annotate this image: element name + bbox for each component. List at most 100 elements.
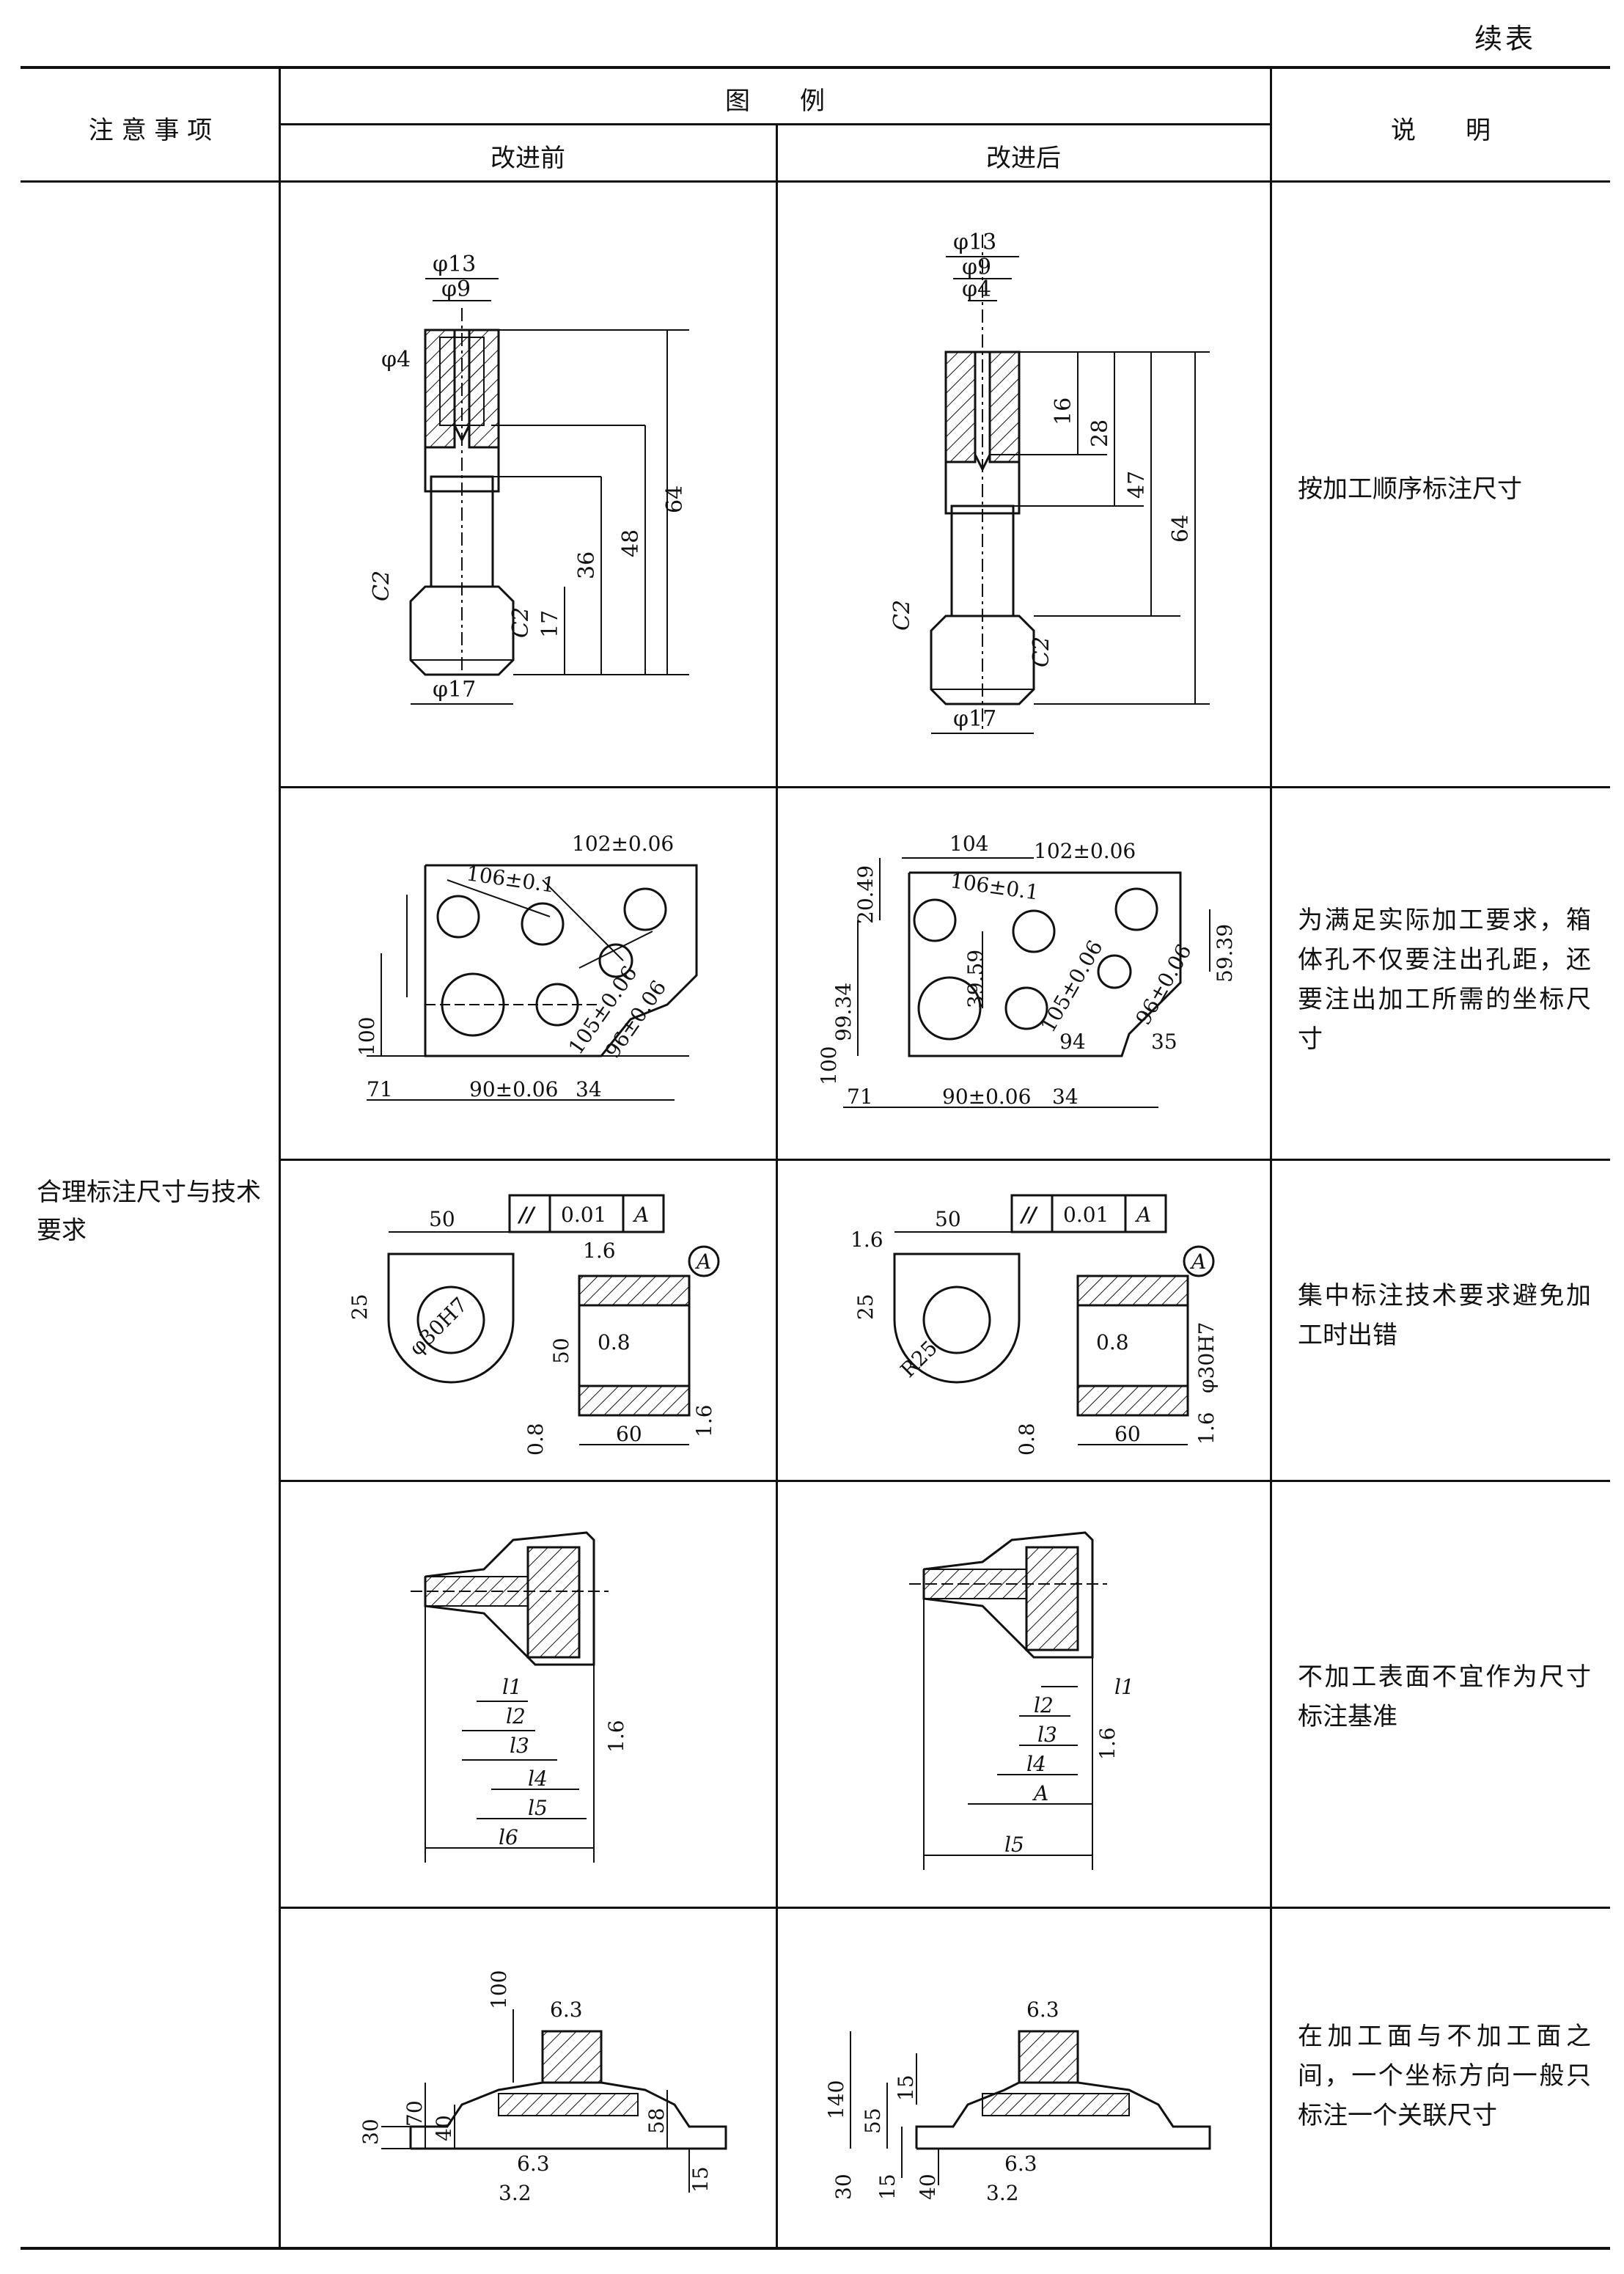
dim-28: 28: [1087, 419, 1113, 447]
dim-102: 102±0.06: [1034, 839, 1136, 863]
col-divider-3: [1270, 67, 1272, 2248]
dim-55: 55: [861, 2108, 885, 2134]
figure-row1-after: φ13 φ9 φ4 16 28 47 64 C2 C2 φ17: [889, 230, 1210, 734]
dim-l2: l2: [1034, 1693, 1054, 1717]
figure-row2-after: 104 106±0.1 102±0.06 20.49 99.34 39.59 1…: [817, 832, 1237, 1109]
figure-row4-before: l1 l2 l3 1.6 l4 l5 l6: [411, 1531, 628, 1863]
header-bottom-rule: [21, 180, 1610, 183]
dim-36: 36: [574, 551, 600, 579]
header-illustration: 图 例: [725, 87, 825, 116]
dim-99-34: 99.34: [831, 983, 856, 1041]
tolerance-value: 0.01: [1063, 1203, 1109, 1227]
dim-39-59: 39.59: [963, 950, 988, 1008]
dim-25: 25: [348, 1294, 372, 1320]
explanation-row-5: 在加工面与不加工面之间，一个坐标方向一般只标注一个关联尺寸: [1298, 2022, 1591, 2130]
figure-row5-after: 6.3 140 55 15 30 15 40 6.3 3.2: [824, 1998, 1211, 2205]
dim-phi17: φ17: [953, 706, 996, 732]
col-divider-1: [279, 67, 281, 2248]
dim-94: 94: [1059, 1030, 1086, 1054]
header-mid-rule: [280, 123, 1270, 125]
dim-phi13: φ13: [953, 230, 996, 255]
dim-phi30h7: φ30H7: [1194, 1322, 1219, 1393]
dim-30: 30: [831, 2174, 856, 2200]
dim-50-vertical: 50: [549, 1338, 573, 1364]
dim-34: 34: [1052, 1085, 1079, 1109]
dim-50: 50: [429, 1207, 455, 1231]
dim-phi4: φ4: [962, 276, 991, 302]
dim-90: 90±0.06: [469, 1077, 558, 1101]
figure-row3-before: 50 // 0.01 A 1.6 A 25 φ30H7 50 0.8 0.8 6…: [348, 1194, 720, 1456]
dim-c2-right: C2: [508, 607, 534, 638]
dim-l1: l1: [1114, 1675, 1134, 1699]
roughness-0-8: 0.8: [523, 1423, 548, 1456]
row-divider-4: [280, 1907, 1610, 1909]
dim-a: A: [1032, 1781, 1048, 1805]
dim-70: 70: [403, 2100, 427, 2127]
header-note: 注 意 事 项: [88, 116, 213, 145]
dim-59-39: 59.39: [1213, 924, 1237, 983]
dim-64: 64: [1168, 515, 1194, 543]
explanation-row-2: 为满足实际加工要求，箱体孔不仅要注出孔距，还要注出加工所需的坐标尺寸: [1298, 906, 1591, 1054]
dim-phi9: φ9: [441, 276, 471, 302]
dim-90: 90±0.06: [942, 1085, 1031, 1109]
roughness-6-3-bottom: 6.3: [517, 2152, 550, 2176]
dim-35: 35: [1151, 1030, 1177, 1054]
datum-a-marker: A: [1189, 1250, 1206, 1274]
roughness-1-6: 1.6: [1095, 1727, 1120, 1760]
header-after: 改进后: [986, 144, 1061, 173]
dim-16: 16: [1051, 397, 1076, 425]
header-explanation: 说 明: [1391, 116, 1491, 145]
figure-row5-before: 6.3 100 70 40 58 30 6.3 3.2 15: [359, 1970, 727, 2205]
dim-r25: R25: [896, 1336, 942, 1382]
roughness-0-8-inner: 0.8: [1096, 1330, 1129, 1354]
dim-l5: l5: [528, 1796, 548, 1820]
dim-104: 104: [949, 832, 988, 856]
header-before: 改进前: [490, 144, 565, 173]
dim-phi13: φ13: [433, 252, 476, 277]
continued-label: 续表: [1474, 23, 1536, 55]
figure-row2-before: 106±0.1 102±0.06 105±0.06 96±0.06 100 71…: [355, 832, 698, 1101]
dim-l3: l3: [510, 1734, 529, 1758]
dim-102: 102±0.06: [572, 832, 674, 856]
dim-140: 140: [824, 2080, 848, 2119]
explanation-row-3: 集中标注技术要求避免加工时出错: [1298, 1281, 1591, 1350]
roughness-1-6: 1.6: [850, 1228, 883, 1252]
roughness-1-6: 1.6: [604, 1720, 628, 1753]
dim-c2-left: C2: [889, 600, 915, 631]
dim-106: 106±0.1: [465, 861, 556, 898]
dim-phi9: φ9: [962, 254, 991, 280]
parallel-symbol: //: [517, 1203, 536, 1227]
datum-a: A: [1134, 1203, 1151, 1227]
roughness-6-3-top: 6.3: [550, 1998, 583, 2022]
dim-l4: l4: [1026, 1752, 1046, 1776]
dim-100: 100: [487, 1970, 511, 2009]
datum-a-marker: A: [694, 1250, 711, 1274]
dim-l3: l3: [1037, 1723, 1057, 1747]
dim-50: 50: [935, 1207, 961, 1231]
dim-l1: l1: [502, 1675, 522, 1699]
roughness-1-6-side: 1.6: [692, 1404, 716, 1437]
dim-phi17: φ17: [433, 677, 476, 703]
parallel-symbol: //: [1019, 1203, 1038, 1227]
dim-40: 40: [432, 2115, 456, 2141]
note-text: 合理标注尺寸与技术要求: [37, 1178, 261, 1245]
figure-row4-after: l1 l2 l3 1.6 l4 A l5: [909, 1531, 1134, 1870]
dim-106: 106±0.1: [949, 868, 1040, 905]
dim-c2-left: C2: [369, 571, 394, 601]
roughness-6-3-top: 6.3: [1026, 1998, 1059, 2022]
roughness-3-2: 3.2: [986, 2181, 1019, 2205]
col-divider-2: [776, 123, 778, 2248]
dim-100: 100: [817, 1046, 841, 1085]
dim-15-lower: 15: [875, 2174, 900, 2200]
dim-l2: l2: [506, 1704, 526, 1728]
dim-71: 71: [847, 1085, 873, 1109]
dim-20-49: 20.49: [853, 865, 878, 924]
dim-47: 47: [1124, 471, 1150, 499]
dim-34: 34: [576, 1077, 602, 1101]
dim-15: 15: [688, 2166, 713, 2193]
datum-a: A: [632, 1203, 649, 1227]
roughness-1-6: 1.6: [583, 1239, 616, 1263]
dim-30: 30: [359, 2119, 383, 2145]
dim-l6: l6: [499, 1825, 518, 1849]
dim-17: 17: [537, 610, 563, 638]
